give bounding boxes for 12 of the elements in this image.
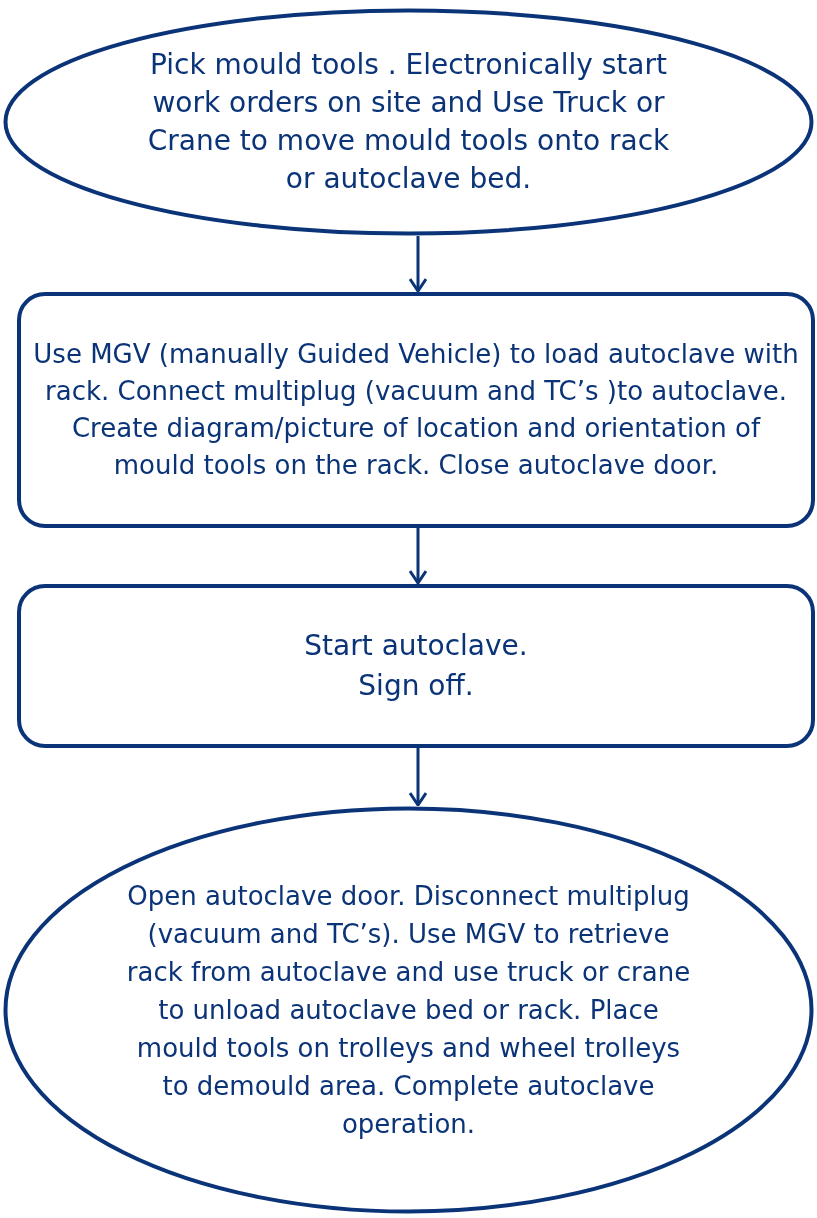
process-ellipse bbox=[3, 806, 814, 1214]
arrow bbox=[408, 528, 428, 585]
step-text: Open autoclave door. Disconnect multiplug (vacuum and TC’s). Use MGV to retrieve rack from autoclave and use truck or crane to unload autoclave bed or rack. Place mould tools on trolleys and wheel trolleys to demould area. Complete autoclave operation. bbox=[125, 880, 692, 1141]
step-text: Pick mould tools . Electronically start work orders on site and Use Truck or Crane to move mould tools onto rack or autoclave bed. bbox=[146, 47, 671, 197]
step-text: Sign off. bbox=[358, 668, 474, 704]
arrow bbox=[408, 748, 428, 807]
process-box bbox=[17, 584, 815, 748]
process-box bbox=[17, 292, 815, 528]
arrow bbox=[408, 236, 428, 293]
process-ellipse bbox=[3, 8, 814, 236]
step-text: Start autoclave. bbox=[304, 628, 528, 664]
step-text: Use MGV (manually Guided Vehicle) to load autoclave with rack. Connect multiplug (vacuum and TC’s )to autoclave. Create diagram/picture of location and orientation of mould tools on the rack. Close autoclave door. bbox=[33, 338, 799, 482]
